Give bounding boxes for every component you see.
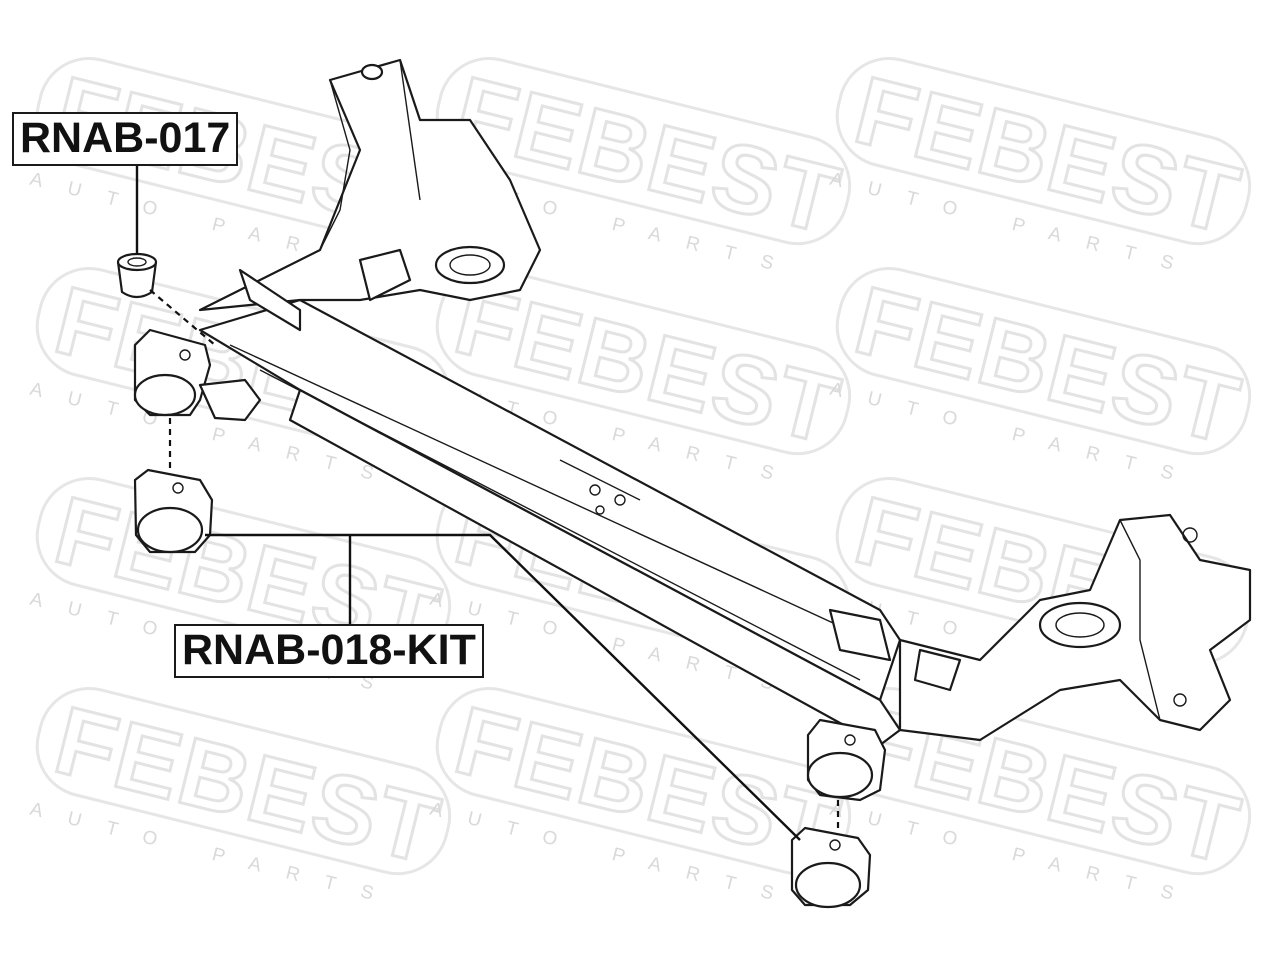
watermark-frame: [35, 476, 452, 666]
right-installed-bushing: [806, 718, 887, 802]
rear-axle-beam: [198, 58, 1252, 747]
part-label-rnab-018-kit: RNAB-018-KIT: [174, 624, 484, 678]
rnab-018-right-bushing-part: [790, 826, 872, 909]
watermark-frame: [835, 266, 1252, 456]
left-installed-bushing: [133, 328, 262, 422]
watermark-frame: [835, 56, 1252, 246]
leader-lines: [135, 160, 801, 841]
watermark-frame: [435, 266, 852, 456]
assembly-line-017: [149, 289, 216, 346]
watermark-frame: [435, 686, 852, 876]
part-label-rnab-017: RNAB-017: [12, 112, 239, 166]
rnab-018-left-bushing-part: [133, 468, 214, 554]
watermark-frame: [435, 56, 852, 246]
watermark-frame: [35, 686, 452, 876]
